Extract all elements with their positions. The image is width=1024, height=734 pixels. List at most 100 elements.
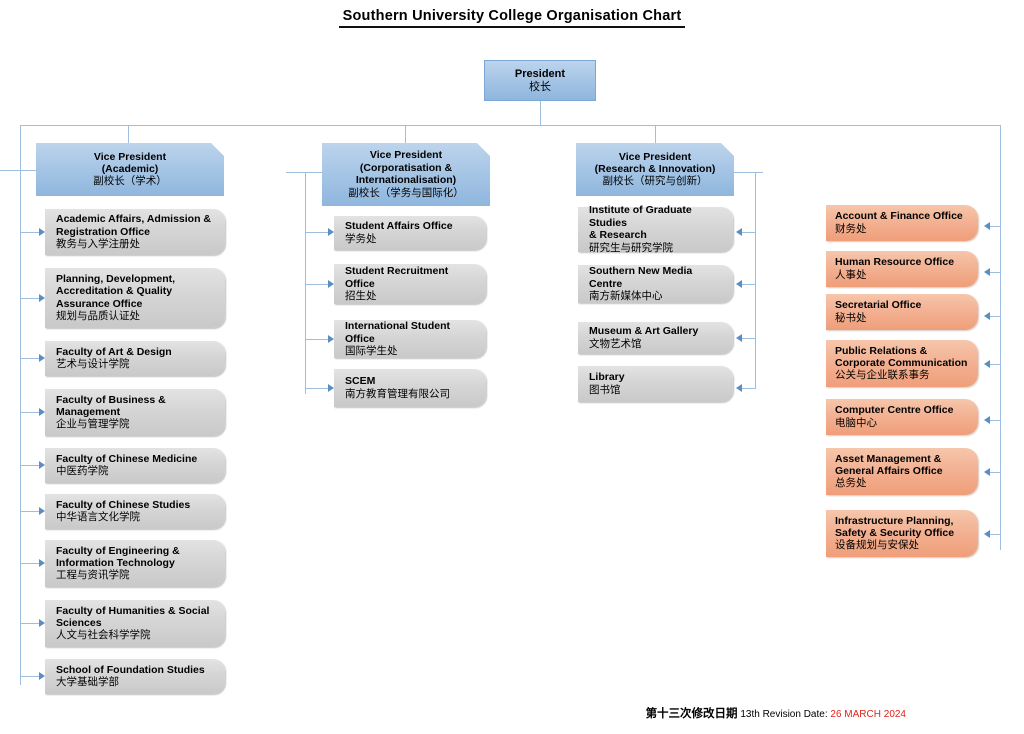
node-vp-research-label-en1: Vice President <box>618 150 692 163</box>
node-secretarial-office[interactable]: Secretarial Office 秘书处 <box>826 294 978 330</box>
unit-label-cn: 秘书处 <box>835 311 867 324</box>
unit-label-cn: 中华语言文化学院 <box>56 511 140 524</box>
node-faculty-of-chinese-medicine[interactable]: Faculty of Chinese Medicine 中医药学院 <box>45 448 225 483</box>
connector-drop-vp-academic <box>128 125 129 143</box>
connector-to-corporate-3 <box>305 388 328 389</box>
arrow-left-icon <box>736 334 742 342</box>
node-infrastructure-planning-safety-security-office[interactable]: Infrastructure Planning, Safety & Securi… <box>826 510 978 557</box>
unit-label-en2: Corporate Communication <box>835 357 968 369</box>
unit-label-en1: SCEM <box>345 375 376 388</box>
connector-to-admin-1 <box>990 272 1001 273</box>
unit-label-en1: Academic Affairs, Admission & <box>56 213 212 226</box>
node-asset-management-general-affairs-office[interactable]: Asset Management & General Affairs Offic… <box>826 448 978 495</box>
node-vp-corporatisation-label-cn: 副校长（学务与国际化） <box>348 186 464 199</box>
connector-president-stem <box>540 101 541 126</box>
node-institute-of-graduate-studies-research[interactable]: Institute of Graduate Studies & Research… <box>578 204 733 254</box>
connector-to-research-0 <box>742 232 756 233</box>
arrow-right-icon <box>328 335 334 343</box>
connector-trunk-admin <box>1000 125 1001 550</box>
node-vp-research[interactable]: Vice President (Research & Innovation) 副… <box>576 143 734 196</box>
connector-drop-vp-research <box>655 125 656 143</box>
connector-to-research-2 <box>742 338 756 339</box>
unit-label-cn: 企业与管理学院 <box>56 418 130 431</box>
connector-vp-research-in <box>733 172 763 173</box>
arrow-right-icon <box>39 354 45 362</box>
unit-label-en3: Assurance Office <box>56 297 143 310</box>
node-vp-research-label-cn: 副校长（研究与创新） <box>602 175 708 188</box>
node-vp-corporatisation-label-en3: Internationalisation) <box>355 174 457 187</box>
node-faculty-of-art-design[interactable]: Faculty of Art & Design 艺术与设计学院 <box>45 341 225 376</box>
unit-label-cn: 艺术与设计学院 <box>56 358 130 371</box>
page-title: Southern University College Organisation… <box>0 8 1024 28</box>
node-vp-corporatisation-label-en1: Vice President <box>369 149 443 162</box>
node-student-affairs-office[interactable]: Student Affairs Office 学务处 <box>334 216 486 250</box>
connector-main-bus <box>20 125 1001 126</box>
unit-label-en1: Human Resource Office <box>835 256 955 269</box>
unit-label-cn: 规划与品质认证处 <box>56 310 140 323</box>
node-southern-new-media-centre[interactable]: Southern New Media Centre 南方新媒体中心 <box>578 265 733 303</box>
node-scem[interactable]: SCEM 南方教育管理有限公司 <box>334 369 486 407</box>
unit-label-en1: Faculty of Art & Design <box>56 345 172 358</box>
node-international-student-office[interactable]: International Student Office 国际学生处 <box>334 320 486 358</box>
node-academic-affairs-admission-registration-office[interactable]: Academic Affairs, Admission & Registrati… <box>45 209 225 255</box>
unit-label-cn: 公关与企业联系事务 <box>835 369 930 382</box>
page-title-text: Southern University College Organisation… <box>338 8 686 28</box>
unit-label-cn: 南方教育管理有限公司 <box>345 387 450 400</box>
unit-label-cn: 图书馆 <box>589 383 621 396</box>
arrow-left-icon <box>736 280 742 288</box>
node-school-of-foundation-studies[interactable]: School of Foundation Studies 大学基础学部 <box>45 659 225 694</box>
unit-label-cn: 设备规划与安保处 <box>835 539 919 552</box>
arrow-right-icon <box>328 228 334 236</box>
connector-trunk-research <box>755 172 756 388</box>
connector-to-academic-8 <box>20 676 39 677</box>
unit-label-cn: 研究生与研究学院 <box>589 241 673 254</box>
node-faculty-of-business-management[interactable]: Faculty of Business & Management 企业与管理学院 <box>45 389 225 436</box>
node-museum-art-gallery[interactable]: Museum & Art Gallery 文物艺术馆 <box>578 322 733 354</box>
connector-trunk-corporate <box>305 172 306 394</box>
node-public-relations-corporate-communication[interactable]: Public Relations & Corporate Communicati… <box>826 340 978 387</box>
arrow-right-icon <box>39 408 45 416</box>
unit-label-en1: Museum & Art Gallery <box>589 325 699 338</box>
node-vp-research-label-en2: (Research & Innovation) <box>594 163 716 175</box>
arrow-left-icon <box>736 228 742 236</box>
connector-trunk-academic <box>20 125 21 685</box>
footer-revision-date: 26 MARCH 2024 <box>830 709 906 720</box>
connector-to-academic-7 <box>20 623 39 624</box>
node-human-resource-office[interactable]: Human Resource Office 人事处 <box>826 251 978 287</box>
unit-label-en1: Faculty of Chinese Medicine <box>56 452 198 465</box>
node-faculty-of-humanities-social-sciences[interactable]: Faculty of Humanities & Social Sciences … <box>45 600 225 647</box>
node-president[interactable]: President 校长 <box>484 60 596 101</box>
arrow-right-icon <box>39 619 45 627</box>
node-faculty-of-engineering-information-technology[interactable]: Faculty of Engineering & Information Tec… <box>45 540 225 587</box>
connector-to-academic-0 <box>20 232 39 233</box>
arrow-right-icon <box>39 461 45 469</box>
unit-label-en1: Asset Management & <box>835 452 942 465</box>
node-vp-corporatisation[interactable]: Vice President (Corporatisation & Intern… <box>322 143 490 206</box>
node-planning-development-accreditation-quality-assurance-office[interactable]: Planning, Development, Accreditation & Q… <box>45 268 225 328</box>
arrow-right-icon <box>39 228 45 236</box>
arrow-right-icon <box>39 672 45 680</box>
unit-label-en2: Sciences <box>56 617 102 629</box>
node-library[interactable]: Library 图书馆 <box>578 366 733 402</box>
arrow-right-icon <box>328 280 334 288</box>
node-vp-academic-label-cn: 副校长（学术） <box>93 175 167 188</box>
connector-to-admin-2 <box>990 316 1001 317</box>
node-student-recruitment-office[interactable]: Student Recruitment Office 招生处 <box>334 264 486 304</box>
connector-to-academic-1 <box>20 298 39 299</box>
node-account-finance-office[interactable]: Account & Finance Office 财务处 <box>826 205 978 241</box>
node-faculty-of-chinese-studies[interactable]: Faculty of Chinese Studies 中华语言文化学院 <box>45 494 225 529</box>
node-vp-academic[interactable]: Vice President (Academic) 副校长（学术） <box>36 143 224 196</box>
connector-to-academic-6 <box>20 563 39 564</box>
node-computer-centre-office[interactable]: Computer Centre Office 电脑中心 <box>826 399 978 435</box>
unit-label-cn: 人文与社会科学学院 <box>56 629 151 642</box>
node-president-label-en: President <box>514 67 566 80</box>
unit-label-en2: Registration Office <box>56 225 150 238</box>
unit-label-en1: Library <box>589 371 625 384</box>
connector-to-admin-4 <box>990 420 1001 421</box>
node-vp-academic-label-en2: (Academic) <box>101 163 159 175</box>
unit-label-en2: Accreditation & Quality <box>56 285 173 298</box>
arrow-left-icon <box>984 416 990 424</box>
unit-label-en1: Computer Centre Office <box>835 404 954 417</box>
unit-label-en1: Infrastructure Planning, <box>835 514 954 527</box>
unit-label-cn: 文物艺术馆 <box>589 337 642 350</box>
